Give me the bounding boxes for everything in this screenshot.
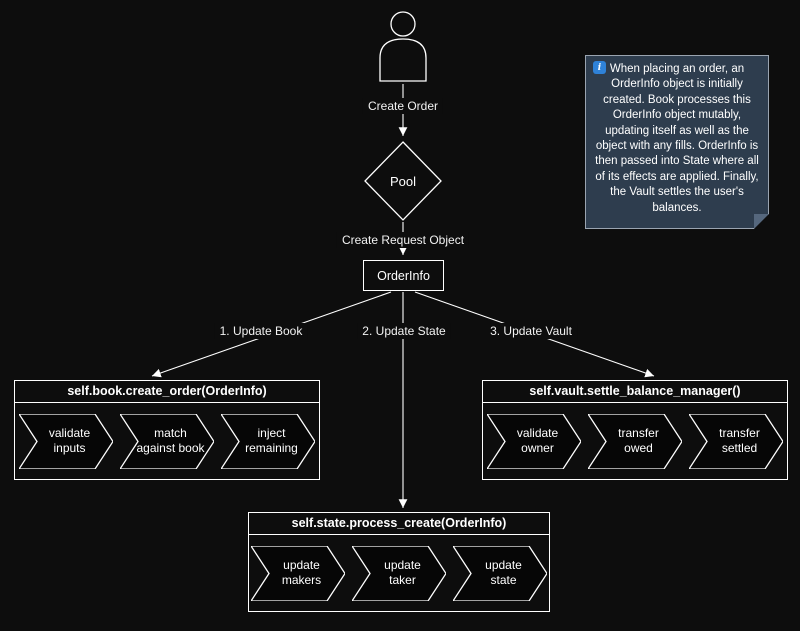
state-module-title: self.state.process_create(OrderInfo) (249, 513, 549, 535)
process-step-label: match against book (136, 426, 205, 455)
note-text: When placing an order, an OrderInfo obje… (595, 63, 759, 214)
process-step: transfer owed (588, 413, 682, 469)
orderinfo-node: OrderInfo (363, 260, 444, 291)
vault-module-title: self.vault.settle_balance_manager() (483, 381, 787, 403)
process-step-label: inject remaining (245, 426, 298, 455)
chevron-shape (120, 413, 214, 469)
edge-label-create-request: Create Request Object (336, 232, 470, 248)
edge-label-update-vault: 3. Update Vault (485, 323, 577, 339)
process-step: update taker (352, 545, 446, 601)
book-module: self.book.create_order(OrderInfo) valida… (14, 380, 320, 480)
chevron-shape (251, 545, 345, 601)
process-step: transfer settled (689, 413, 783, 469)
chevron-shape (689, 413, 783, 469)
edge-label-update-state: 2. Update State (357, 323, 451, 339)
note-fold-cut (754, 214, 769, 229)
process-step: validate inputs (19, 413, 113, 469)
info-icon: i (593, 61, 606, 74)
book-module-title: self.book.create_order(OrderInfo) (15, 381, 319, 403)
chevron-shape (19, 413, 113, 469)
process-step-label: update taker (384, 558, 421, 587)
process-step: update makers (251, 545, 345, 601)
chevron-shape (487, 413, 581, 469)
process-step-label: transfer owed (618, 426, 659, 455)
chevron-shape (588, 413, 682, 469)
pool-label: Pool (389, 174, 417, 189)
process-step: validate owner (487, 413, 581, 469)
chevron-shape (352, 545, 446, 601)
process-step-label: transfer settled (719, 426, 760, 455)
pool-diamond (364, 141, 442, 221)
process-step-label: validate owner (516, 426, 559, 455)
vault-steps-row: validate owner transfer owed transfer se… (483, 403, 787, 479)
process-step: inject remaining (221, 413, 315, 469)
state-module: self.state.process_create(OrderInfo) upd… (248, 512, 550, 612)
edge-label-update-book: 1. Update Book (214, 323, 308, 339)
chevron-shape (221, 413, 315, 469)
process-step: update state (453, 545, 547, 601)
book-steps-row: validate inputs match against book injec… (15, 403, 319, 479)
process-step-label: update makers (281, 558, 322, 587)
process-step: match against book (120, 413, 214, 469)
process-step-label: update state (485, 558, 522, 587)
edge-label-create-order: Create Order (362, 98, 444, 114)
user-actor-icon (379, 11, 427, 82)
vault-module: self.vault.settle_balance_manager() vali… (482, 380, 788, 480)
state-steps-row: update makers update taker update state (249, 535, 549, 611)
note: i When placing an order, an OrderInfo ob… (585, 55, 769, 229)
chevron-shape (453, 545, 547, 601)
process-step-label: validate inputs (48, 426, 91, 455)
